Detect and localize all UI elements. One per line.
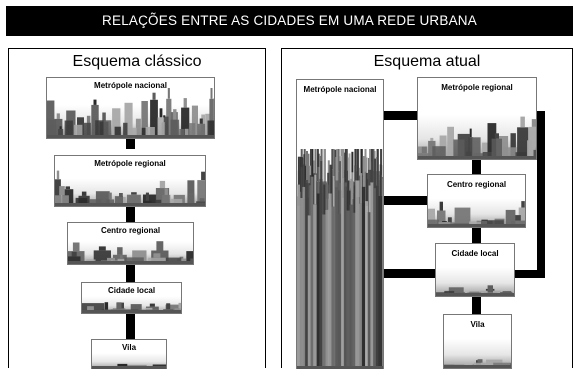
node-centro-regional: Centro regional bbox=[427, 174, 526, 228]
skyline-graphic bbox=[68, 241, 193, 264]
title-bar: RELAÇÕES ENTRE AS CIDADES EM UMA REDE UR… bbox=[6, 6, 573, 36]
node-label: Metrópole nacional bbox=[303, 85, 377, 94]
node-label: Centro regional bbox=[100, 226, 161, 235]
connector-metro-reg-to-centro bbox=[472, 160, 481, 174]
node-metropole-nacional: Metrópole nacional bbox=[296, 79, 384, 369]
classic-scheme-panel: Esquema clássico Metrópole nacional Metr… bbox=[8, 48, 266, 369]
node-vila: Vila bbox=[91, 339, 167, 369]
node-metropole-nacional: Metrópole nacional bbox=[46, 77, 215, 139]
connector-metro-nac-to-metro-reg bbox=[382, 111, 418, 120]
skyline-graphic bbox=[47, 88, 214, 138]
diagram-title: RELAÇÕES ENTRE AS CIDADES EM UMA REDE UR… bbox=[102, 13, 477, 28]
connector-l4 bbox=[126, 314, 135, 339]
node-label: Vila bbox=[121, 343, 137, 352]
current-scheme-title: Esquema atual bbox=[373, 53, 481, 70]
node-metropole-regional: Metrópole regional bbox=[417, 77, 537, 160]
node-label: Vila bbox=[470, 320, 485, 329]
skyline-graphic bbox=[444, 359, 511, 368]
node-label: Metrópole regional bbox=[441, 83, 513, 92]
connector-metro-nac-to-centro bbox=[382, 196, 428, 205]
node-cidade-local: Cidade local bbox=[435, 243, 515, 297]
skyline-graphic bbox=[436, 285, 514, 296]
node-centro-regional: Centro regional bbox=[67, 222, 194, 265]
node-metropole-regional: Metrópole regional bbox=[54, 155, 206, 207]
node-vila: Vila bbox=[443, 314, 512, 369]
node-label: Metrópole nacional bbox=[94, 81, 167, 90]
classic-scheme-title: Esquema clássico bbox=[72, 53, 202, 70]
current-scheme-panel: Esquema atual Metrópole nacional Metrópo… bbox=[281, 48, 573, 369]
connector-centro-to-cidade bbox=[472, 228, 481, 243]
skyline-graphic bbox=[92, 363, 166, 369]
connector-right-to-cidade-local bbox=[494, 270, 545, 278]
node-label: Metrópole regional bbox=[94, 159, 166, 168]
node-cidade-local: Cidade local bbox=[81, 282, 182, 314]
skyline-graphic bbox=[418, 116, 536, 159]
connector-metro-nac-to-cidade bbox=[382, 269, 436, 278]
skyline-graphic bbox=[82, 302, 181, 313]
skyline-graphic bbox=[297, 149, 383, 369]
node-label: Centro regional bbox=[446, 180, 507, 189]
connector-l2 bbox=[126, 207, 135, 222]
connector-right-vertical bbox=[537, 111, 545, 278]
connector-l3 bbox=[126, 265, 135, 282]
connector-cidade-to-vila bbox=[472, 297, 481, 314]
skyline-graphic bbox=[55, 170, 205, 206]
node-label: Cidade local bbox=[107, 286, 156, 295]
skyline-graphic bbox=[428, 201, 525, 227]
node-label: Cidade local bbox=[451, 249, 499, 258]
